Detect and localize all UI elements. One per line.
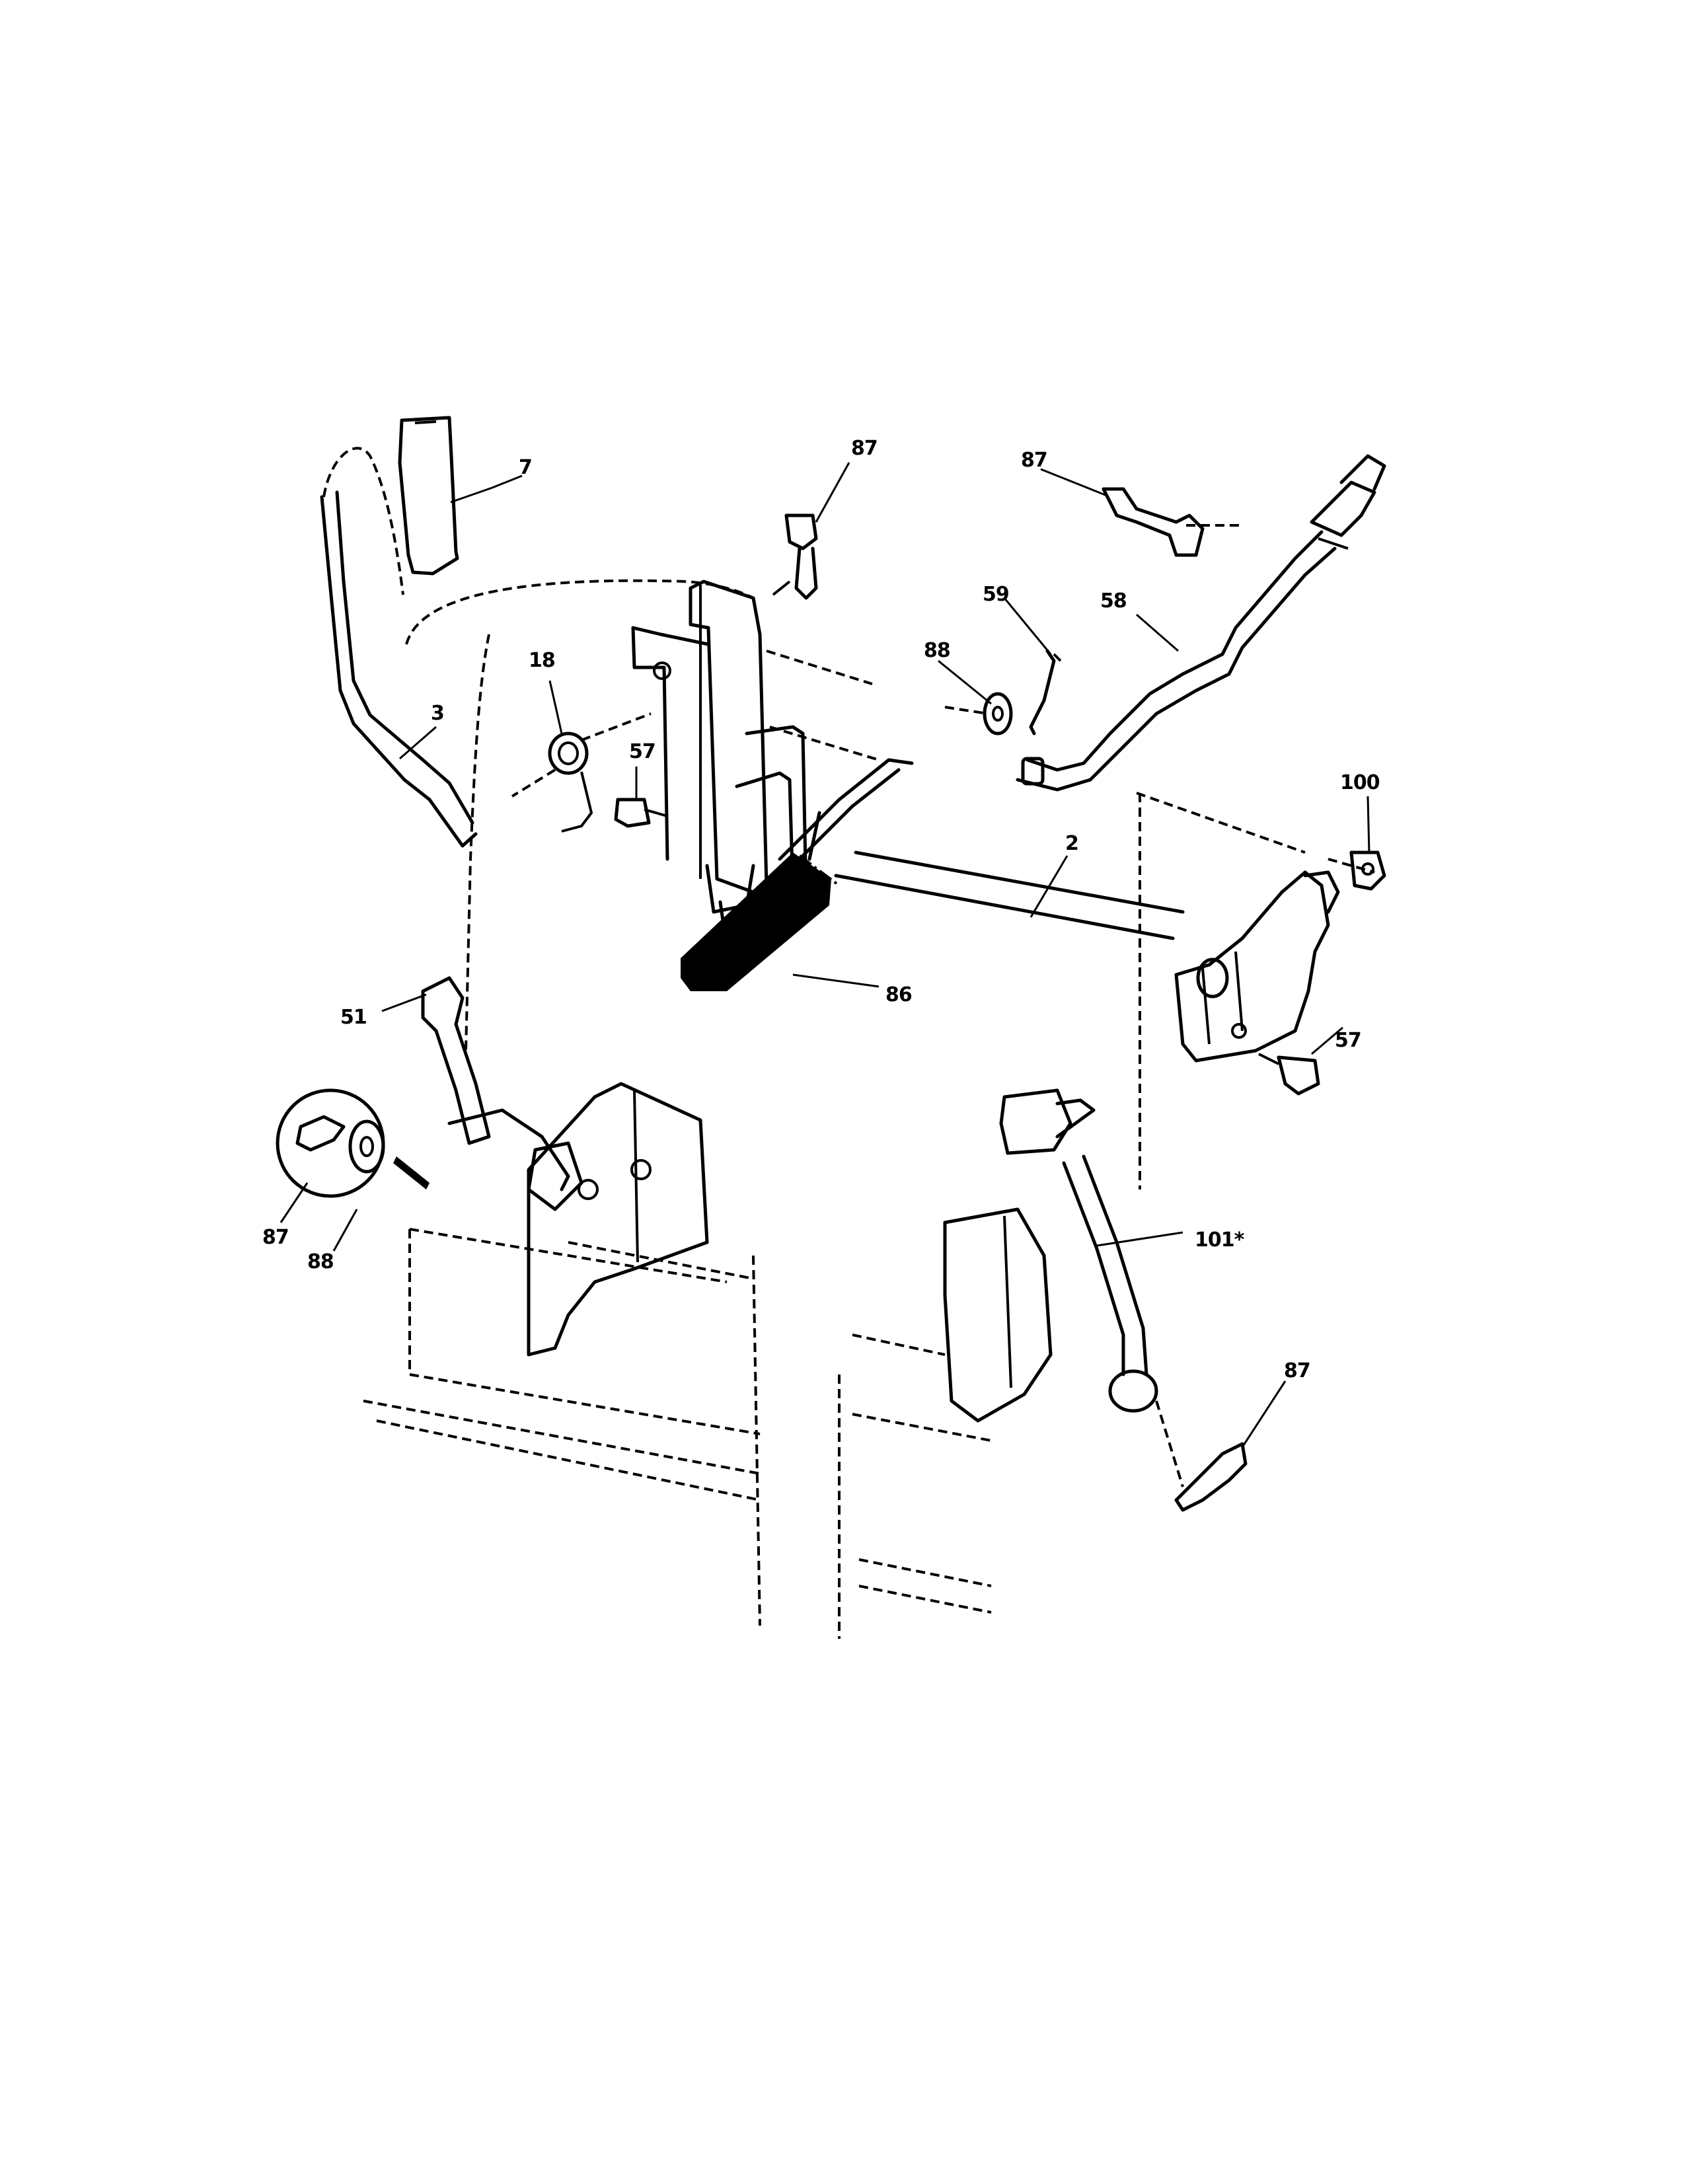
bolt-right-part (1258, 1053, 1320, 1096)
callout-59: 59 (983, 583, 1010, 606)
adjustment-rod-part (1016, 454, 1386, 792)
hairpin-clip-top (772, 513, 818, 600)
nut-part (1349, 850, 1386, 891)
spring-part (511, 712, 652, 833)
callout-88-top: 88 (924, 639, 951, 662)
lift-link-part (852, 1088, 1158, 1423)
callout-86: 86 (885, 983, 913, 1006)
callout-51: 51 (340, 1006, 367, 1029)
callout-58: 58 (1100, 589, 1127, 613)
bolt-left-part (614, 798, 668, 828)
callout-87-bottom-right: 87 (1284, 1359, 1311, 1382)
hairpin-clip-bottom-right (1155, 1400, 1248, 1512)
mounting-bracket-part (631, 580, 880, 927)
callout-57-right: 57 (1335, 1029, 1362, 1052)
callout-2: 2 (1065, 832, 1079, 855)
callout-88-inset: 88 (307, 1250, 334, 1273)
handle-grip-part (398, 416, 459, 576)
callout-101: 101* (1195, 1228, 1244, 1252)
callout-87-inset: 87 (262, 1226, 289, 1249)
link-part (421, 976, 570, 1191)
callout-57-left: 57 (629, 740, 656, 763)
callout-18: 18 (529, 649, 556, 672)
assist-spring-part (681, 758, 914, 991)
cotter-pin-part (1029, 649, 1062, 735)
callout-3: 3 (431, 702, 445, 725)
callout-100: 100 (1340, 771, 1380, 794)
rocker-bracket-part (1136, 792, 1375, 1189)
callout-7: 7 (519, 456, 533, 479)
deck-outline (363, 1228, 992, 1639)
callout-87-top-right: 87 (1021, 449, 1048, 472)
lift-shaft-part (798, 811, 1185, 940)
callout-87-top: 87 (851, 437, 878, 460)
washer-top-part (944, 692, 1013, 735)
inset-detail (276, 1088, 430, 1198)
left-bracket-part (527, 1082, 709, 1357)
hairpin-clip-top-right (1102, 487, 1242, 557)
